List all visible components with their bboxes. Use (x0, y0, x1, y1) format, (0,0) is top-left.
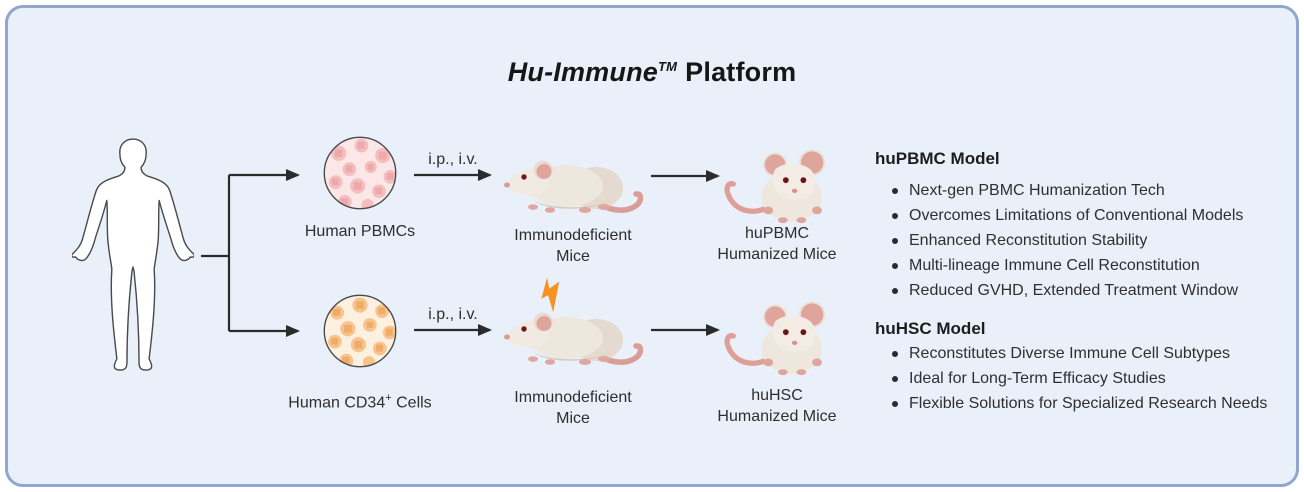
label-line: Immunodeficient (514, 389, 632, 406)
cd34-cells-icon (323, 294, 397, 368)
label-line: Mice (556, 410, 590, 427)
cd34-label-plus: + (385, 392, 392, 404)
label-line: Mice (556, 248, 590, 265)
human-silhouette-icon (72, 138, 194, 371)
bullet-item: Enhanced Reconstitution Stability (875, 228, 1243, 253)
title-brand: Hu-Immune (507, 57, 658, 87)
bullet-item: Overcomes Limitations of Conventional Mo… (875, 203, 1243, 228)
immunodeficient-mouse-irradiated-icon (504, 312, 644, 365)
bullet-item: Reduced GVHD, Extended Treatment Window (875, 278, 1243, 303)
injection-route-label-top: i.p., i.v. (428, 151, 478, 168)
huhsc-model-bullet-list: Reconstitutes Diverse Immune Cell Subtyp… (875, 341, 1267, 416)
bullet-item: Reconstitutes Diverse Immune Cell Subtyp… (875, 341, 1267, 366)
immunodeficient-mouse-icon (504, 160, 644, 213)
huhsc-mouse-icon (724, 301, 826, 376)
immunodeficient-mice-label-bottom: Immunodeficient Mice (473, 387, 673, 429)
title-trademark: TM (658, 59, 678, 74)
lightning-bolt-icon (541, 277, 560, 312)
label-line: Immunodeficient (514, 227, 632, 244)
injection-route-label-bottom: i.p., i.v. (428, 306, 478, 323)
immunodeficient-mice-label-top: Immunodeficient Mice (473, 225, 673, 267)
cd34-label-post: Cells (391, 394, 432, 412)
hupbmc-mouse-icon (724, 149, 826, 224)
pbmc-cells-label: Human PBMCs (304, 223, 416, 240)
huhsc-model-heading: huHSC Model (875, 319, 986, 338)
bullet-item: Next-gen PBMC Humanization Tech (875, 178, 1243, 203)
cd34-label-pre: Human CD34 (288, 394, 386, 412)
page-title: Hu-ImmuneTM Platform (0, 57, 1304, 88)
hupbmc-mice-label: huPBMC Humanized Mice (677, 223, 877, 265)
hupbmc-model-bullet-list: Next-gen PBMC Humanization Tech Overcome… (875, 178, 1243, 303)
label-line: Humanized Mice (717, 408, 837, 425)
bullet-item: Ideal for Long-Term Efficacy Studies (875, 366, 1267, 391)
label-line: Humanized Mice (717, 246, 837, 263)
bullet-item: Multi-lineage Immune Cell Reconstitution (875, 253, 1243, 278)
hupbmc-model-heading: huPBMC Model (875, 149, 1000, 168)
bullet-item: Flexible Solutions for Specialized Resea… (875, 391, 1267, 416)
title-suffix: Platform (685, 57, 797, 87)
huhsc-mice-label: huHSC Humanized Mice (677, 385, 877, 427)
label-line: huHSC (751, 387, 803, 404)
label-line: huPBMC (744, 225, 810, 242)
pbmc-cells-icon (323, 136, 397, 210)
cd34-cells-label: Human CD34+ Cells (250, 388, 470, 413)
